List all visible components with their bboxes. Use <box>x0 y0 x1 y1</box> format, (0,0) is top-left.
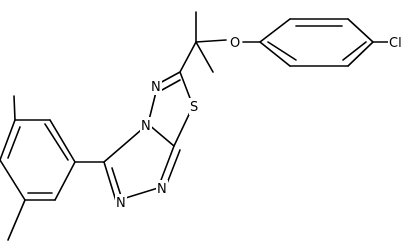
lower-methyl <box>7 199 26 241</box>
atom-label-s: S <box>189 98 201 115</box>
svg-text:N: N <box>157 182 167 197</box>
atom-label-cl: Cl <box>388 33 404 51</box>
svg-text:N: N <box>151 80 161 95</box>
atom-label-o: O <box>228 33 242 51</box>
dimethylphenyl-ring <box>0 119 105 201</box>
svg-text:N: N <box>116 196 126 211</box>
atom-label-n-thiadiazole-upper: N <box>150 78 162 95</box>
svg-text:O: O <box>230 36 240 51</box>
o-quaternary-bond <box>195 39 227 43</box>
svg-text:N: N <box>141 119 151 134</box>
chlorophenyl-ring <box>259 18 374 67</box>
atom-label-n-triazole-left: N <box>115 194 127 211</box>
gem-dimethyl <box>179 11 214 73</box>
atom-label-n-thiadiazole-lower: N <box>140 117 152 134</box>
upper-methyl <box>13 95 16 121</box>
triazole-ring <box>103 123 181 202</box>
svg-text:S: S <box>190 100 198 115</box>
svg-text:Cl: Cl <box>389 36 402 51</box>
atom-label-n-triazole-right: N <box>156 180 168 197</box>
